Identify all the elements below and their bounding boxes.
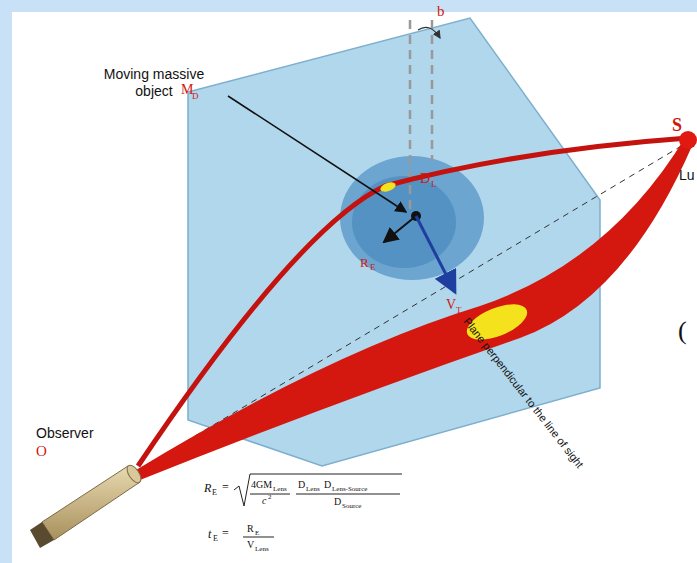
- subscript: D: [192, 92, 199, 101]
- angle-label: b: [437, 4, 445, 19]
- light-band: [136, 136, 692, 480]
- formula-symbol: D: [334, 497, 341, 507]
- formula-subscript: Lens: [273, 486, 287, 493]
- line-of-sight: [138, 142, 688, 470]
- leader-line: [228, 96, 406, 212]
- formula-subscript: Lens: [255, 546, 269, 553]
- formula-symbol: 4GM: [251, 480, 272, 490]
- radius-symbol: R: [360, 256, 369, 269]
- formula-subscript: Lens-Source: [332, 486, 367, 493]
- formula-symbol: R: [247, 524, 254, 534]
- observer-label: O: [36, 444, 47, 459]
- source-label: S: [672, 116, 682, 134]
- distance-symbol: D: [420, 172, 430, 186]
- subscript: L: [431, 180, 437, 189]
- cropped-text: (: [678, 318, 687, 344]
- fraction-bar: [296, 494, 400, 495]
- formula-subscript: E: [255, 530, 259, 537]
- observer-caption: Observer: [36, 426, 94, 440]
- einstein-core: [352, 176, 456, 268]
- formula-symbol: V: [247, 540, 254, 550]
- sqrt-sign: [234, 474, 402, 506]
- source-caption: Lu: [679, 168, 695, 182]
- lens-plane: [188, 18, 600, 466]
- subscript: T: [456, 306, 462, 315]
- formula-symbol: c: [262, 496, 266, 506]
- mass-symbol: M: [181, 83, 193, 97]
- formula-symbol: D: [298, 480, 305, 490]
- formula-subscript: Lens: [306, 486, 320, 493]
- formula-symbol: R: [204, 482, 211, 494]
- image-spot: [379, 181, 397, 194]
- formula-subscript: Source: [342, 503, 361, 510]
- velocity-symbol: V: [446, 298, 456, 312]
- formula-symbol: D: [324, 480, 331, 490]
- formula-symbol: t: [208, 528, 211, 540]
- dashed-guide: [409, 20, 412, 212]
- dashed-guide: [431, 20, 434, 160]
- einstein-region: [340, 156, 484, 280]
- formula-superscript: 2: [268, 494, 272, 501]
- re-arrow: [384, 216, 416, 242]
- panel: [12, 12, 697, 563]
- subscript: E: [370, 263, 376, 272]
- light-path: [138, 138, 688, 466]
- vt-arrow: [416, 216, 455, 292]
- formula-symbol: =: [222, 527, 229, 539]
- telescope: [30, 463, 144, 548]
- formula-subscript: E: [212, 489, 217, 497]
- angle-arrow: [418, 27, 440, 38]
- formula-symbol: =: [222, 481, 229, 493]
- formula-subscript: E: [213, 535, 218, 543]
